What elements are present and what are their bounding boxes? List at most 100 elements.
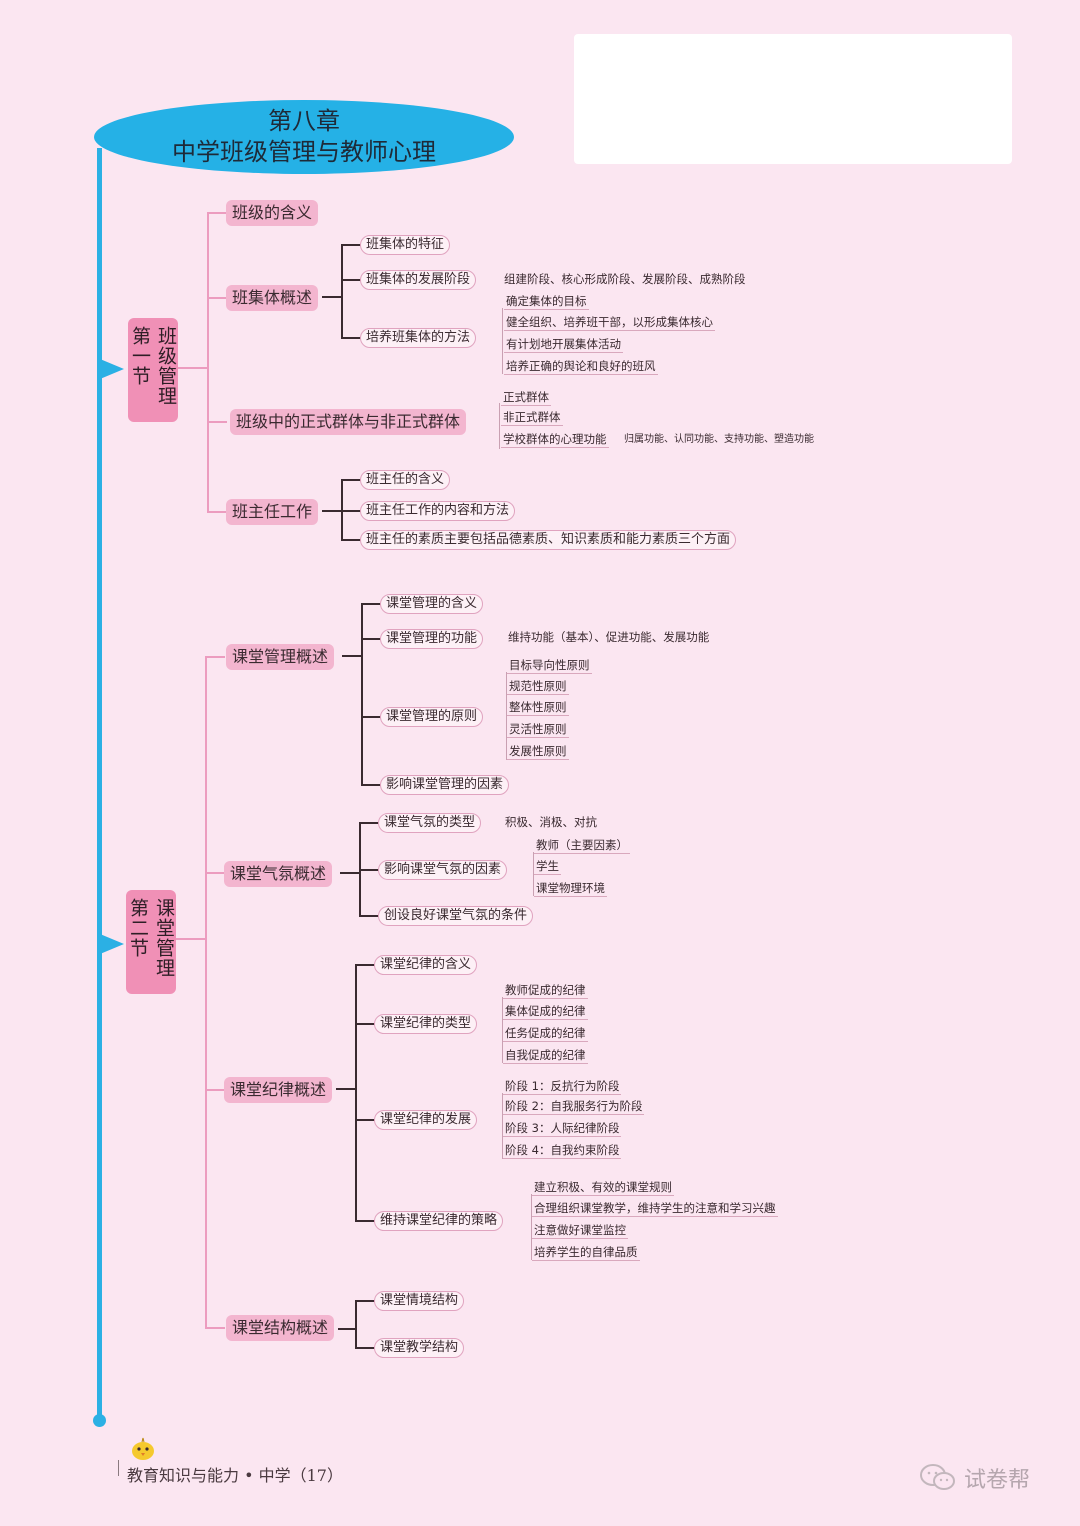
topic-classroom-discipline[interactable]: 课堂纪律概述 bbox=[224, 1077, 333, 1103]
connector bbox=[205, 1089, 225, 1091]
subtopic-discipline-definition[interactable]: 课堂纪律的含义 bbox=[374, 955, 478, 975]
atmosphere-types-detail: 积极、消极、对抗 bbox=[505, 815, 597, 829]
group-item: 正式群体 bbox=[501, 390, 551, 406]
discipline-stage-item: 阶段 1：反抗行为阶段 bbox=[503, 1079, 622, 1095]
section-2-label[interactable]: 课堂管理 第二节 bbox=[126, 890, 176, 994]
discipline-type-item: 教师促成的纪律 bbox=[503, 983, 588, 999]
chick-mascot-icon bbox=[132, 1437, 154, 1460]
functions-detail: 维持功能（基本）、促进功能、发展功能 bbox=[508, 630, 710, 644]
connector bbox=[341, 244, 343, 338]
section-1-label[interactable]: 班级管理 第一节 bbox=[128, 318, 178, 422]
discipline-stage-item: 阶段 3：人际纪律阶段 bbox=[503, 1121, 622, 1137]
spine-end-dot bbox=[93, 1414, 106, 1427]
subtopic-situational-structure[interactable]: 课堂情境结构 bbox=[374, 1291, 465, 1311]
subtopic-discipline-types[interactable]: 课堂纪律的类型 bbox=[374, 1014, 478, 1034]
connector bbox=[359, 869, 379, 871]
subtopic-head-teacher-work[interactable]: 班主任工作的内容和方法 bbox=[360, 501, 516, 521]
subtopic-management-definition[interactable]: 课堂管理的含义 bbox=[380, 594, 484, 614]
connector bbox=[502, 308, 503, 374]
connector bbox=[355, 1347, 375, 1349]
group-function-detail: 归属功能、认同功能、支持功能、塑造功能 bbox=[624, 434, 814, 445]
connector bbox=[336, 1088, 356, 1090]
wechat-icon bbox=[920, 1464, 955, 1490]
topic-classroom-structure[interactable]: 课堂结构概述 bbox=[226, 1315, 335, 1341]
connector bbox=[499, 403, 500, 449]
connector bbox=[341, 337, 361, 339]
connector bbox=[355, 964, 357, 1221]
atmosphere-factor-item: 课堂物理环境 bbox=[534, 881, 607, 897]
topic-class-definition[interactable]: 班级的含义 bbox=[226, 200, 319, 226]
connector bbox=[207, 212, 227, 214]
principle-item: 目标导向性原则 bbox=[507, 658, 592, 674]
atmosphere-factor-item: 教师（主要因素） bbox=[534, 838, 630, 854]
discipline-stage-item: 阶段 4：自我约束阶段 bbox=[503, 1143, 622, 1159]
section-1-arrow-icon bbox=[100, 359, 124, 379]
chapter-title: 第八章 中学班级管理与教师心理 bbox=[94, 100, 514, 174]
connector bbox=[341, 539, 361, 541]
section-2-arrow-icon bbox=[100, 934, 124, 954]
chapter-number: 第八章 bbox=[268, 107, 340, 135]
strategy-item: 培养学生的自律品质 bbox=[532, 1245, 640, 1261]
subtopic-discipline-strategies[interactable]: 维持课堂纪律的策略 bbox=[374, 1211, 504, 1231]
subtopic-head-teacher-qualities[interactable]: 班主任的素质主要包括品德素质、知识素质和能力素质三个方面 bbox=[360, 530, 737, 550]
connector bbox=[506, 672, 507, 760]
connector bbox=[355, 1023, 375, 1025]
subtopic-teaching-structure[interactable]: 课堂教学结构 bbox=[374, 1338, 465, 1358]
section-1-name: 班级管理 bbox=[155, 326, 177, 406]
group-item: 学校群体的心理功能 bbox=[501, 432, 609, 448]
blank-panel bbox=[574, 34, 1012, 164]
connector bbox=[361, 784, 381, 786]
main-spine-line bbox=[97, 148, 102, 1420]
principle-item: 发展性原则 bbox=[507, 744, 569, 760]
connector bbox=[338, 1328, 356, 1330]
watermark: 试卷帮 bbox=[918, 1462, 1030, 1494]
subtopic-head-teacher-definition[interactable]: 班主任的含义 bbox=[360, 470, 451, 490]
connector bbox=[207, 212, 209, 512]
subtopic-discipline-development[interactable]: 课堂纪律的发展 bbox=[374, 1110, 478, 1130]
connector bbox=[341, 479, 343, 540]
subtopic-collective-methods[interactable]: 培养班集体的方法 bbox=[360, 328, 477, 348]
strategy-item: 注意做好课堂监控 bbox=[532, 1223, 628, 1239]
connector bbox=[533, 852, 534, 896]
topic-head-teacher[interactable]: 班主任工作 bbox=[226, 499, 319, 525]
subtopic-collective-features[interactable]: 班集体的特征 bbox=[360, 235, 451, 255]
connector bbox=[322, 510, 342, 512]
stages-detail: 组建阶段、核心形成阶段、发展阶段、成熟阶段 bbox=[504, 272, 746, 286]
topic-formal-informal-groups[interactable]: 班级中的正式群体与非正式群体 bbox=[230, 409, 467, 435]
principle-item: 整体性原则 bbox=[507, 700, 569, 716]
connector bbox=[355, 1300, 357, 1348]
connector bbox=[322, 296, 342, 298]
subtopic-collective-stages[interactable]: 班集体的发展阶段 bbox=[360, 270, 477, 290]
connector bbox=[205, 872, 225, 874]
connector bbox=[361, 638, 381, 640]
footer-divider bbox=[118, 1460, 119, 1476]
discipline-stage-item: 阶段 2：自我服务行为阶段 bbox=[503, 1099, 645, 1115]
watermark-text: 试卷帮 bbox=[964, 1468, 1031, 1493]
principle-item: 规范性原则 bbox=[507, 679, 569, 695]
connector bbox=[207, 421, 227, 423]
connector bbox=[205, 1327, 225, 1329]
method-item: 确定集体的目标 bbox=[504, 294, 589, 310]
strategy-item: 建立积极、有效的课堂规则 bbox=[532, 1180, 674, 1196]
subtopic-management-principles[interactable]: 课堂管理的原则 bbox=[380, 707, 484, 727]
connector bbox=[502, 997, 503, 1063]
connector bbox=[341, 279, 361, 281]
topic-class-collective[interactable]: 班集体概述 bbox=[226, 285, 319, 311]
section-2-name: 课堂管理 bbox=[153, 898, 175, 978]
atmosphere-factor-item: 学生 bbox=[534, 859, 561, 875]
subtopic-atmosphere-conditions[interactable]: 创设良好课堂气氛的条件 bbox=[378, 906, 534, 926]
book-title: 教育知识与能力 • 中学（17） bbox=[127, 1466, 343, 1485]
topic-classroom-atmosphere[interactable]: 课堂气氛概述 bbox=[224, 861, 333, 887]
connector bbox=[342, 655, 362, 657]
subtopic-atmosphere-types[interactable]: 课堂气氛的类型 bbox=[378, 813, 482, 833]
subtopic-atmosphere-factors[interactable]: 影响课堂气氛的因素 bbox=[378, 860, 508, 880]
connector bbox=[205, 656, 207, 1328]
topic-classroom-management[interactable]: 课堂管理概述 bbox=[226, 644, 335, 670]
subtopic-management-functions[interactable]: 课堂管理的功能 bbox=[380, 629, 484, 649]
discipline-type-item: 自我促成的纪律 bbox=[503, 1048, 588, 1064]
subtopic-management-factors[interactable]: 影响课堂管理的因素 bbox=[380, 775, 510, 795]
connector bbox=[531, 1194, 532, 1260]
connector bbox=[355, 964, 375, 966]
section-2-number: 第二节 bbox=[127, 898, 149, 958]
connector bbox=[355, 1220, 375, 1222]
